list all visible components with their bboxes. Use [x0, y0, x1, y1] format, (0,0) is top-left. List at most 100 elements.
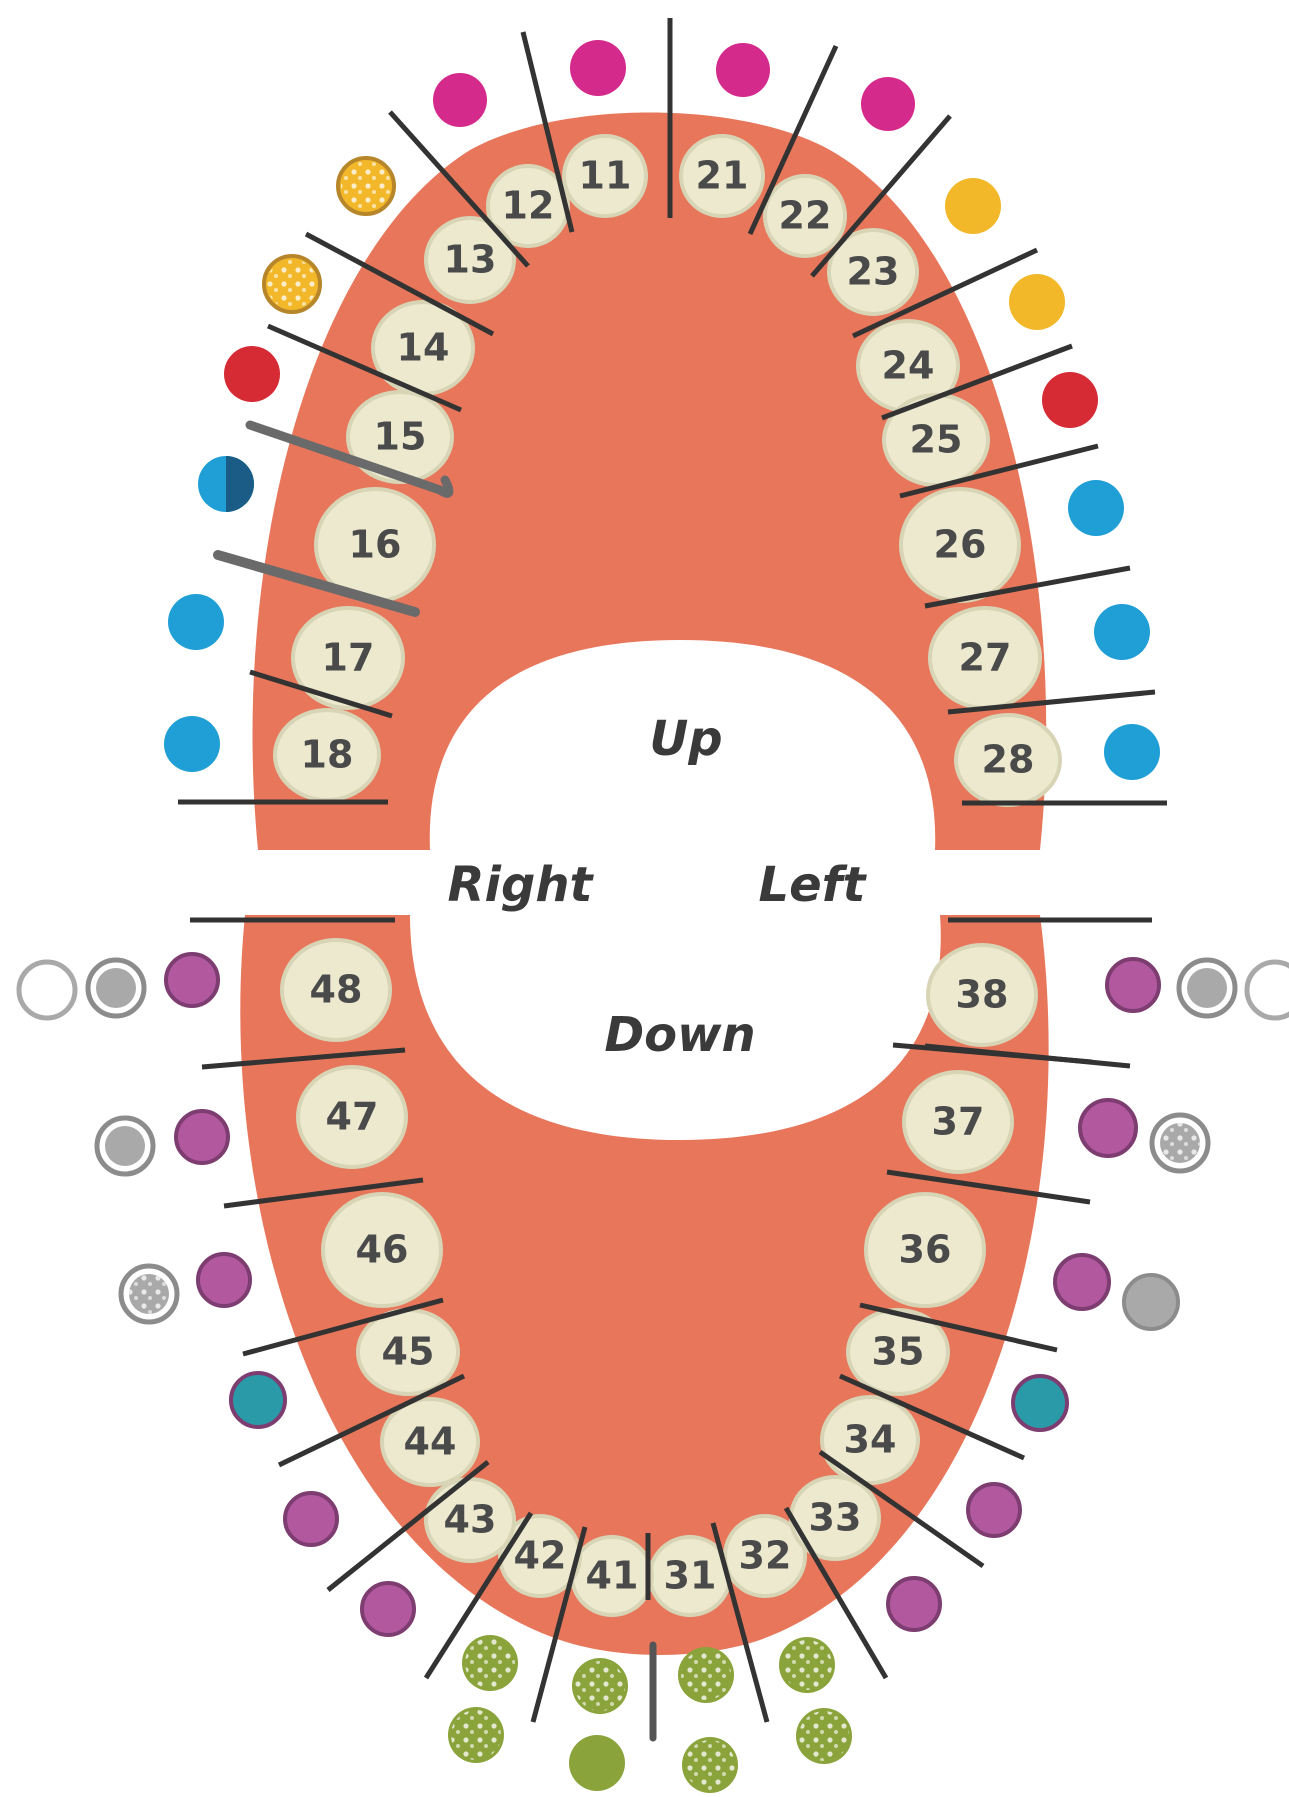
tooth-number-label: 38	[956, 973, 1009, 1017]
tooth-21[interactable]: 21	[679, 134, 765, 218]
marker-purple-solid-tooth-38[interactable]	[1105, 957, 1161, 1013]
marker-purple-solid-tooth-33[interactable]	[886, 1576, 942, 1632]
tooth-41[interactable]: 41	[570, 1535, 654, 1617]
marker-blue-solid-tooth-28[interactable]	[1104, 724, 1160, 780]
marker-disc	[164, 716, 220, 772]
marker-purple-solid-tooth-37[interactable]	[1078, 1098, 1138, 1158]
tooth-crown	[346, 390, 454, 484]
tooth-13[interactable]: 13	[424, 216, 516, 304]
marker-blue-solid-tooth-27[interactable]	[1094, 604, 1150, 660]
tooth-22[interactable]: 22	[763, 174, 847, 258]
tooth-crown	[679, 134, 765, 218]
tooth-divider-line	[947, 689, 1156, 715]
tooth-crown	[827, 228, 919, 316]
marker-magenta-solid-tooth-22[interactable]	[861, 77, 915, 131]
tooth-27[interactable]: 27	[928, 606, 1042, 710]
marker-disc	[164, 952, 220, 1008]
tooth-28[interactable]: 28	[954, 713, 1062, 807]
marker-gray-solid-tooth-36[interactable]	[1122, 1273, 1180, 1331]
tooth-36[interactable]: 36	[864, 1192, 986, 1308]
marker-teal-solid-tooth-35[interactable]	[1011, 1374, 1069, 1432]
marker-blue-solid-tooth-26[interactable]	[1068, 480, 1124, 536]
tooth-32[interactable]: 32	[723, 1514, 807, 1598]
marker-purple-solid-tooth-43[interactable]	[360, 1581, 416, 1637]
tooth-26[interactable]: 26	[899, 487, 1021, 603]
tooth-24[interactable]: 24	[856, 319, 960, 413]
tooth-15[interactable]: 15	[346, 390, 454, 484]
tooth-number-label: 32	[739, 1534, 792, 1578]
marker-gray-ring-textured-tooth-37[interactable]	[1149, 1112, 1211, 1174]
marker-purple-solid-tooth-48[interactable]	[164, 952, 220, 1008]
marker-disc	[174, 1109, 230, 1165]
tooth-45[interactable]: 45	[356, 1308, 460, 1396]
marker-texture	[575, 1661, 625, 1711]
tooth-44[interactable]: 44	[380, 1397, 480, 1487]
marker-gray-ring-empty-tooth-48[interactable]	[16, 959, 78, 1021]
marker-disc	[966, 1482, 1022, 1538]
marker-olive-textured-tooth-42[interactable]	[462, 1635, 518, 1691]
marker-texture	[129, 1274, 169, 1314]
tooth-42[interactable]: 42	[498, 1514, 582, 1598]
marker-texture	[1160, 1123, 1200, 1163]
tooth-35[interactable]: 35	[846, 1308, 950, 1396]
marker-yellow-textured-tooth-14[interactable]	[262, 254, 322, 314]
marker-olive-textured-tooth-42[interactable]	[448, 1707, 504, 1763]
marker-red-solid-tooth-15[interactable]	[224, 346, 280, 402]
marker-magenta-solid-tooth-11[interactable]	[570, 40, 626, 96]
tooth-18[interactable]: 18	[273, 708, 381, 802]
tooth-17[interactable]: 17	[291, 606, 405, 710]
marker-purple-solid-tooth-36[interactable]	[1053, 1253, 1111, 1311]
marker-purple-solid-tooth-47[interactable]	[174, 1109, 230, 1165]
marker-yellow-textured-tooth-13[interactable]	[336, 156, 396, 216]
tooth-33[interactable]: 33	[789, 1475, 881, 1561]
tooth-23[interactable]: 23	[827, 228, 919, 316]
tooth-divider-line	[530, 1526, 588, 1723]
tooth-31[interactable]: 31	[648, 1535, 732, 1617]
marker-olive-textured-tooth-32[interactable]	[796, 1708, 852, 1764]
marker-purple-solid-tooth-44[interactable]	[283, 1491, 339, 1547]
marker-gray-ring-empty-tooth-38[interactable]	[1244, 959, 1289, 1021]
marker-purple-solid-tooth-46[interactable]	[196, 1252, 252, 1308]
marker-gray-ring-textured-tooth-46[interactable]	[118, 1263, 180, 1325]
marker-olive-textured-tooth-32[interactable]	[779, 1637, 835, 1693]
tooth-47[interactable]: 47	[296, 1065, 408, 1169]
marker-olive-textured-tooth-31[interactable]	[678, 1647, 734, 1703]
marker-blue-solid-tooth-17[interactable]	[168, 594, 224, 650]
tooth-11[interactable]: 11	[562, 134, 648, 218]
tooth-34[interactable]: 34	[820, 1395, 920, 1485]
marker-olive-solid-tooth-41[interactable]	[569, 1735, 625, 1791]
marker-disc	[1105, 957, 1161, 1013]
tooth-38[interactable]: 38	[926, 943, 1038, 1047]
marker-blue-solid-tooth-18[interactable]	[164, 716, 220, 772]
marker-disc	[1122, 1273, 1180, 1331]
marker-texture	[451, 1710, 501, 1760]
marker-gray-ring-filled-tooth-48[interactable]	[85, 957, 147, 1019]
marker-disc	[1042, 372, 1098, 428]
marker-gray-ring-filled-tooth-47[interactable]	[94, 1115, 156, 1177]
tooth-48[interactable]: 48	[280, 938, 392, 1042]
marker-disc	[861, 77, 915, 131]
tooth-divider-line	[881, 343, 1073, 421]
tooth-number-label: 26	[934, 523, 987, 567]
tooth-43[interactable]: 43	[424, 1477, 516, 1563]
marker-purple-solid-tooth-34[interactable]	[966, 1482, 1022, 1538]
marker-magenta-solid-tooth-12[interactable]	[433, 73, 487, 127]
tooth-37[interactable]: 37	[902, 1070, 1014, 1174]
marker-yellow-solid-tooth-24[interactable]	[1009, 274, 1065, 330]
marker-red-solid-tooth-25[interactable]	[1042, 372, 1098, 428]
marker-gray-ring-filled-tooth-38[interactable]	[1176, 957, 1238, 1019]
marker-blue-half-tooth-16[interactable]	[198, 456, 254, 512]
tooth-46[interactable]: 46	[321, 1192, 443, 1308]
tooth-crown	[926, 943, 1038, 1047]
tooth-25[interactable]: 25	[882, 393, 990, 487]
marker-teal-solid-tooth-45[interactable]	[229, 1371, 287, 1429]
tooth-14[interactable]: 14	[371, 300, 475, 396]
marker-olive-textured-tooth-31[interactable]	[682, 1737, 738, 1793]
tooth-divider-line	[423, 1511, 534, 1680]
tooth-number-label: 16	[349, 523, 402, 567]
tooth-number-label: 24	[882, 344, 935, 388]
tooth-16[interactable]: 16	[314, 487, 436, 603]
marker-olive-textured-tooth-41[interactable]	[572, 1658, 628, 1714]
marker-yellow-solid-tooth-23[interactable]	[945, 178, 1001, 234]
marker-magenta-solid-tooth-21[interactable]	[716, 43, 770, 97]
